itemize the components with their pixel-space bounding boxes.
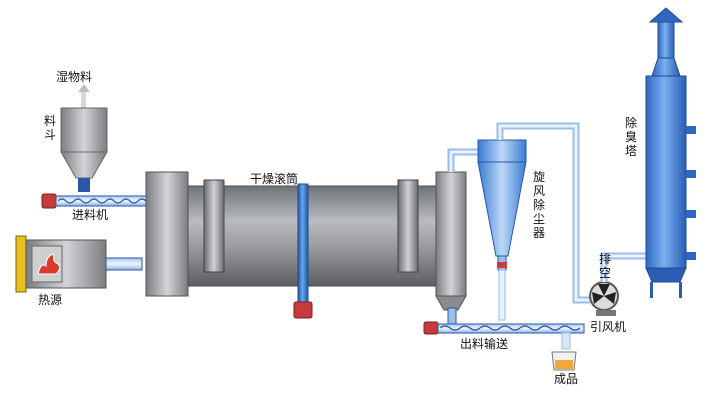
tower-nozzle-1	[686, 126, 696, 134]
cyclone-separator	[477, 139, 527, 321]
discharge-inlet	[447, 307, 457, 325]
rotary-valve	[497, 262, 507, 268]
hopper-cone	[60, 151, 108, 179]
tower-leg-right	[679, 282, 682, 298]
hopper-body	[60, 107, 108, 153]
tower-cap	[648, 7, 684, 23]
label-cyclone: 旋风除尘器	[532, 170, 545, 240]
tower-stack	[657, 21, 675, 59]
tower-body	[645, 75, 687, 269]
label-exhaust: 排空	[598, 252, 611, 280]
label-hopper: 料斗	[43, 114, 56, 142]
fan-icon	[592, 284, 616, 304]
label-product: 成品	[554, 372, 579, 386]
drying-drum	[145, 171, 467, 311]
discharge-screw-flight	[439, 325, 581, 331]
drum-ring-left	[203, 179, 225, 273]
feed-screw-conveyor	[41, 193, 149, 209]
cyclone-cylinder	[477, 139, 527, 163]
drum-discharge-chute	[435, 295, 467, 311]
label-induced-fan: 引风机	[590, 320, 627, 334]
deodorizing-tower	[645, 7, 696, 298]
drum-motor	[293, 301, 313, 319]
induced-draft-fan	[589, 281, 619, 316]
cyclone-cone	[477, 161, 527, 257]
heat-source	[15, 235, 143, 293]
feed-screw-flight	[57, 198, 147, 204]
discharge-screw-conveyor	[423, 307, 585, 350]
tower-bottom	[645, 267, 687, 283]
tower-nozzle-4	[686, 252, 696, 260]
burner-plate	[15, 235, 27, 293]
exhaust-duct-to-cyclone	[447, 148, 480, 172]
product-chute	[561, 332, 571, 350]
product-fill	[555, 360, 573, 369]
hopper-outlet	[78, 178, 90, 192]
label-heat-source: 热源	[38, 293, 63, 307]
product-bin	[551, 351, 577, 371]
cyclone-downpipe	[498, 269, 506, 321]
label-wet-material: 湿物料	[56, 70, 93, 84]
label-drying-drum: 干燥滚筒	[250, 172, 299, 186]
tower-nozzle-2	[686, 170, 696, 178]
drum-outlet-housing	[435, 171, 467, 297]
label-discharge-conveyor: 出料输送	[460, 337, 509, 351]
label-deodor-tower: 除臭塔	[624, 116, 637, 158]
feed-screw-tube	[55, 195, 149, 207]
drum-ring-right	[397, 179, 419, 273]
inlet-arrow-icon	[78, 84, 90, 92]
hopper	[60, 84, 108, 192]
discharge-motor	[423, 321, 439, 335]
drum-inlet-housing	[145, 171, 189, 297]
tower-neck	[651, 57, 681, 77]
hot-air-duct	[105, 257, 143, 271]
wet-material-inlet	[81, 88, 86, 108]
fan-base	[596, 310, 616, 316]
feed-motor	[41, 193, 57, 209]
label-feed-screw: 进料机	[72, 208, 109, 222]
flame-icon	[37, 253, 61, 275]
tower-nozzle-3	[686, 210, 696, 218]
drum-drive	[293, 183, 313, 319]
tower-leg-left	[650, 282, 653, 298]
drive-shaft	[297, 183, 309, 303]
